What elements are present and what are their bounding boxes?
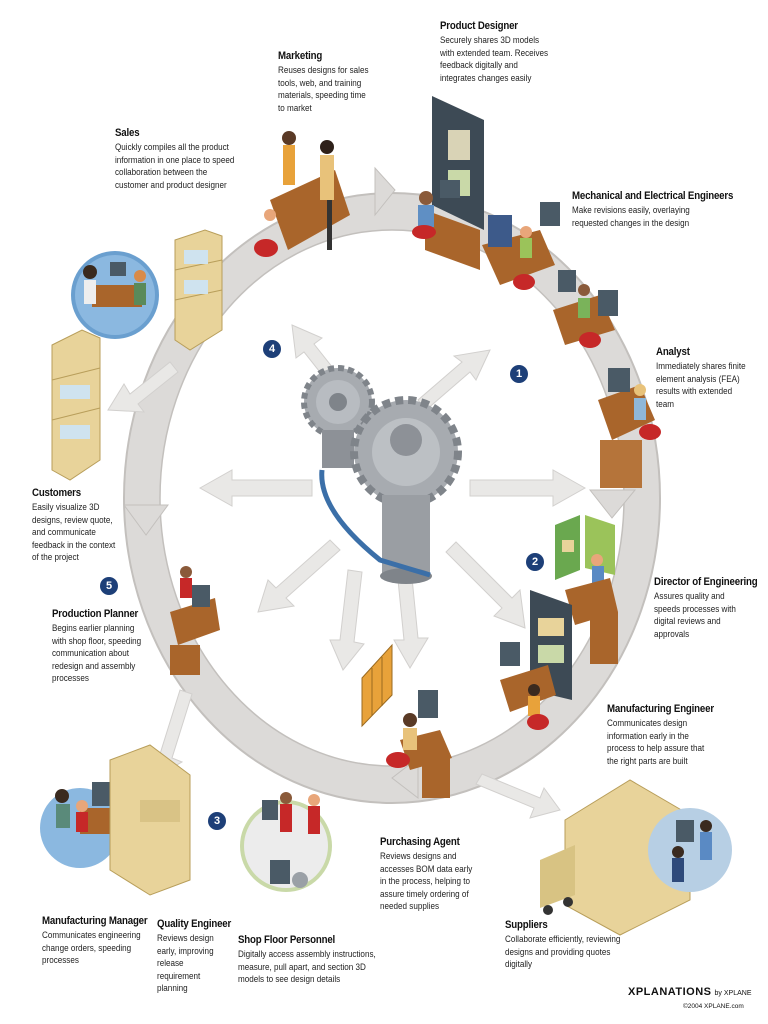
step-badge-4: 4 — [263, 340, 281, 358]
brand-copyright: ©2004 XPLANE.com — [683, 1003, 744, 1010]
analyst-illustration — [598, 368, 661, 488]
role-description: Assures quality and speeds processes wit… — [654, 591, 736, 639]
product-designer-illustration — [412, 96, 484, 270]
role-description: Begins earlier planning with shop floor,… — [52, 623, 142, 683]
ring-arrow — [374, 166, 396, 217]
role-marketing: Marketing Reuses designs for sales tools… — [278, 50, 383, 114]
role-description: Reviews designs and accesses BOM data ea… — [380, 851, 473, 911]
role-title: Product Designer — [440, 20, 518, 32]
arrow-to-customers — [107, 361, 179, 413]
marketing-illustration — [254, 131, 350, 257]
arrow-down-right — [445, 541, 526, 629]
role-title: Marketing — [278, 50, 323, 62]
role-manufacturing-manager: Manufacturing Manager Communicates engin… — [42, 915, 157, 967]
role-production-planner: Production Planner Begins earlier planni… — [52, 608, 162, 685]
role-title: Manufacturing Engineer — [607, 703, 714, 715]
role-title: Production Planner — [52, 608, 139, 620]
production-planner-illustration — [170, 566, 220, 675]
role-title: Manufacturing Manager — [42, 915, 148, 927]
role-sales: Sales Quickly compiles all the product i… — [115, 127, 255, 191]
role-analyst: Analyst Immediately shares finite elemen… — [656, 346, 756, 410]
suppliers-illustration — [540, 779, 732, 936]
role-manufacturing-engineer: Manufacturing Engineer Communicates desi… — [607, 703, 725, 767]
role-shop-floor-personnel: Shop Floor Personnel Digitally access as… — [238, 934, 398, 986]
role-quality-engineer: Quality Engineer Reviews design early, i… — [157, 918, 232, 995]
central-gears — [301, 365, 462, 584]
role-description: Easily visualize 3D designs, review quot… — [32, 502, 116, 562]
role-title: Mechanical and Electrical Engineers — [572, 190, 734, 202]
manufacturing-manager-illustration — [40, 744, 191, 896]
step-badge-5: 5 — [100, 577, 118, 595]
brand-name: XPLANATIONS — [628, 986, 712, 998]
brand-by: by XPLANE — [714, 990, 752, 997]
role-description: Immediately shares finite element analys… — [656, 361, 746, 409]
ring-arrow — [588, 489, 637, 519]
sales-boxes-illustration — [174, 229, 223, 351]
step-badge-1: 1 — [510, 365, 528, 383]
role-purchasing-agent: Purchasing Agent Reviews designs and acc… — [380, 836, 490, 913]
role-description: Reviews design early, improving release … — [157, 933, 214, 993]
arrow-to-suppliers — [475, 773, 561, 819]
arrow-down-left — [257, 539, 341, 613]
role-customers: Customers Easily visualize 3D designs, r… — [32, 487, 132, 564]
role-title: Suppliers — [505, 919, 548, 931]
role-description: Reuses designs for sales tools, web, and… — [278, 65, 369, 113]
role-description: Securely shares 3D models with extended … — [440, 35, 549, 83]
mechanical-engineers-illustration — [482, 202, 618, 348]
role-title: Shop Floor Personnel — [238, 934, 336, 946]
step-badge-3: 3 — [208, 812, 226, 830]
role-title: Quality Engineer — [157, 918, 232, 930]
role-director-of-engineering: Director of Engineering Assures quality … — [654, 576, 758, 640]
arrow-down — [329, 569, 365, 671]
role-title: Customers — [32, 487, 81, 499]
arrow-right — [469, 469, 587, 507]
role-description: Communicates engineering change orders, … — [42, 930, 141, 965]
role-title: Director of Engineering — [654, 576, 758, 588]
purchasing-agent-illustration — [361, 643, 452, 798]
role-description: Digitally access assembly instructions, … — [238, 949, 376, 984]
role-description: Make revisions easily, overlaying reques… — [572, 205, 690, 228]
manufacturing-engineer-illustration — [500, 590, 572, 730]
step-badge-2: 2 — [526, 553, 544, 571]
role-title: Sales — [115, 127, 140, 139]
ring-arrow — [123, 504, 169, 536]
arrow-left — [198, 469, 313, 507]
role-suppliers: Suppliers Collaborate efficiently, revie… — [505, 919, 635, 971]
role-description: Collaborate efficiently, reviewing desig… — [505, 934, 621, 969]
director-illustration — [555, 515, 618, 664]
role-title: Purchasing Agent — [380, 836, 460, 848]
role-mechanical-electrical-engineers: Mechanical and Electrical Engineers Make… — [572, 190, 734, 229]
role-description: Quickly compiles all the product informa… — [115, 142, 235, 190]
customers-building-illustration — [51, 329, 101, 481]
sales-illustration — [71, 251, 159, 339]
role-product-designer: Product Designer Securely shares 3D mode… — [440, 20, 568, 84]
role-description: Communicates design information early in… — [607, 718, 705, 766]
role-title: Analyst — [656, 346, 690, 358]
shop-floor-illustration — [240, 792, 332, 892]
